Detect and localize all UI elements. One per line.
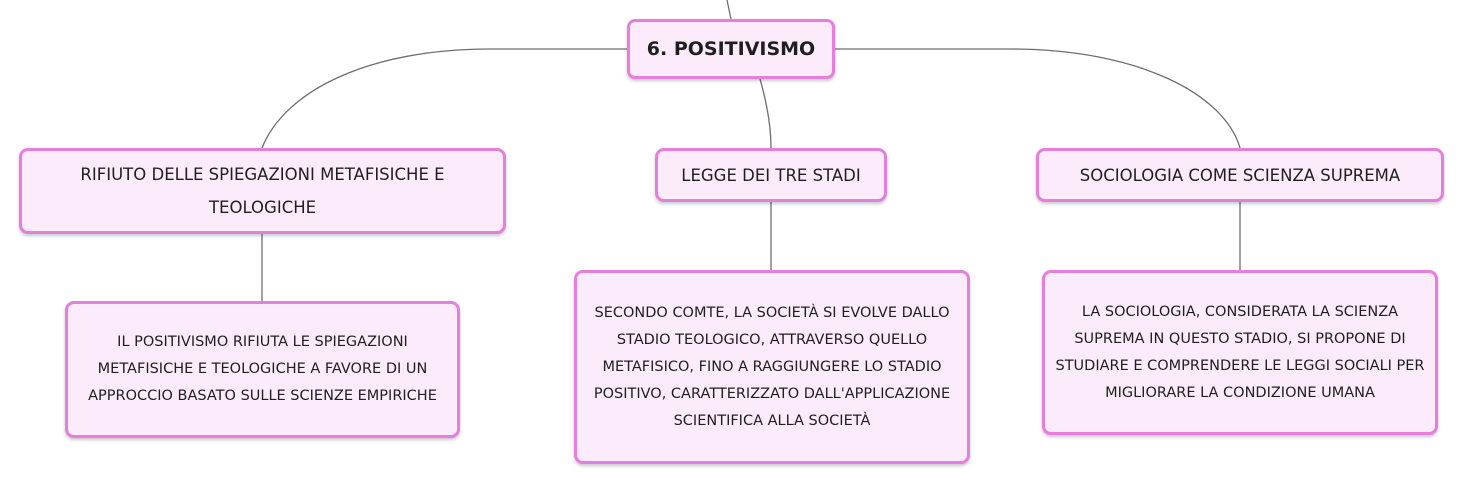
subtopic-secondo-comte[interactable]: SECONDO COMTE, LA SOCIETÀ SI EVOLVE DALL… (574, 270, 970, 464)
subtopic-positivismo-rifiuta[interactable]: IL POSITIVISMO RIFIUTA LE SPIEGAZIONI ME… (65, 301, 460, 438)
connector-parent-to-root (726, 0, 732, 20)
root-topic[interactable]: 6. POSITIVISMO (627, 19, 835, 79)
topic-legge-tre-stadi[interactable]: LEGGE DEI TRE STADI (655, 148, 887, 202)
subtopic-sociologia-text: LA SOCIOLOGIA, CONSIDERATA LA SCIENZA SU… (1055, 303, 1425, 401)
connector-root-to-tre-stadi (759, 78, 772, 149)
subtopic-rifiuto-text: IL POSITIVISMO RIFIUTA LE SPIEGAZIONI ME… (88, 334, 437, 404)
topic-rifiuto-label: RIFIUTO DELLE SPIEGAZIONI METAFISICHE E … (80, 165, 445, 217)
connector-root-to-rifiuto (261, 48, 627, 149)
topic-tre-stadi-label: LEGGE DEI TRE STADI (681, 165, 861, 185)
topic-sociologia-label: SOCIOLOGIA COME SCIENZA SUPREMA (1079, 165, 1401, 185)
connector-root-to-sociologia (835, 48, 1241, 149)
root-topic-label: 6. POSITIVISMO (646, 38, 816, 60)
subtopic-tre-stadi-text: SECONDO COMTE, LA SOCIETÀ SI EVOLVE DALL… (593, 304, 951, 429)
topic-rifiuto-spiegazioni[interactable]: RIFIUTO DELLE SPIEGAZIONI METAFISICHE E … (19, 148, 506, 234)
subtopic-la-sociologia[interactable]: LA SOCIOLOGIA, CONSIDERATA LA SCIENZA SU… (1042, 270, 1438, 435)
topic-sociologia-scienza-suprema[interactable]: SOCIOLOGIA COME SCIENZA SUPREMA (1036, 148, 1444, 202)
